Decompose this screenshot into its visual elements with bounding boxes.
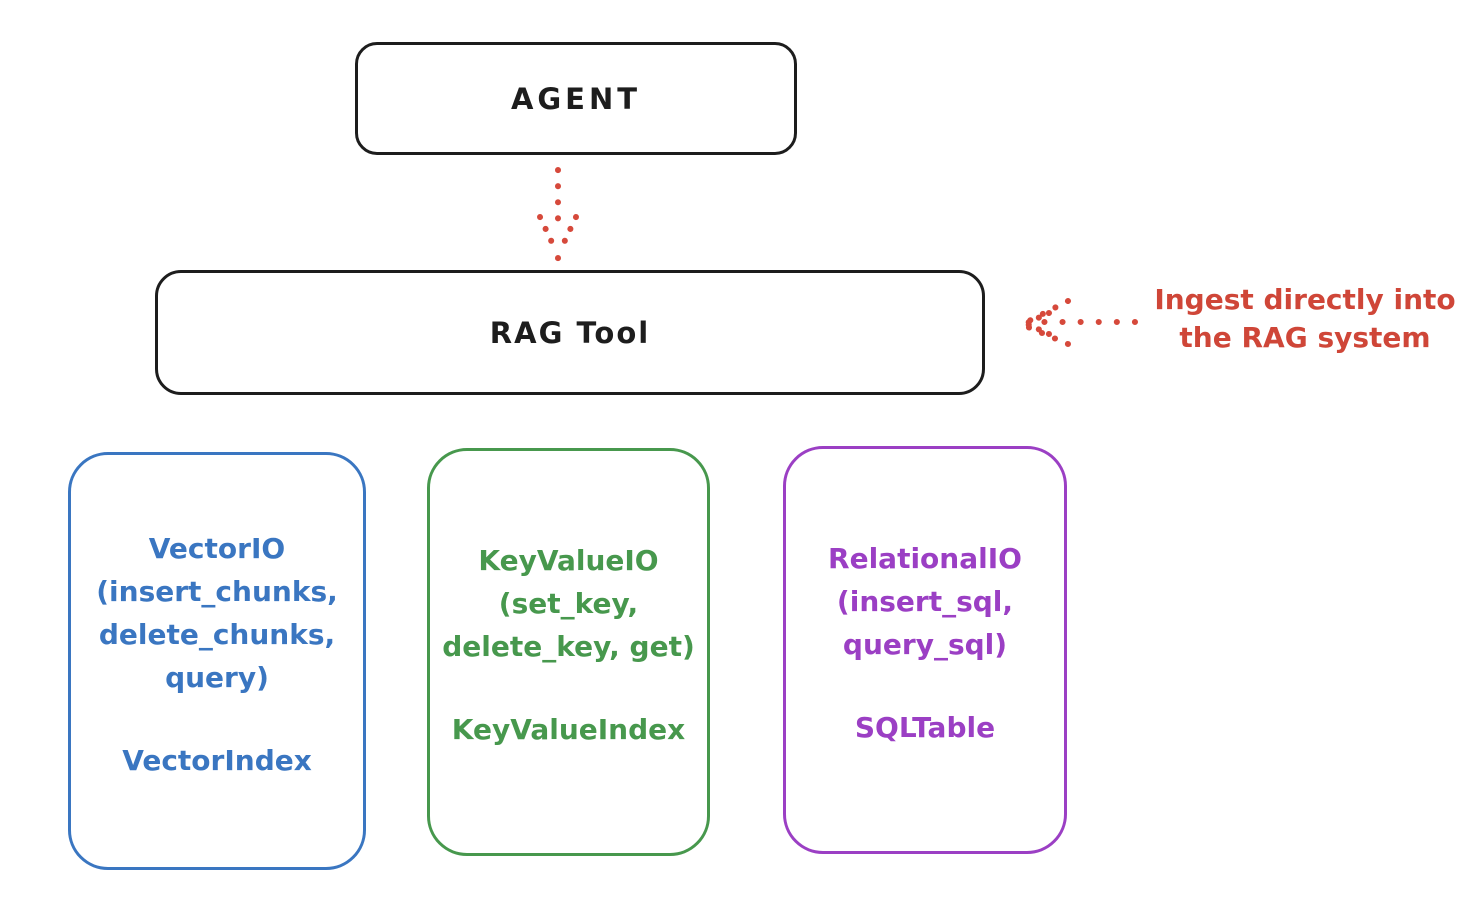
keyvalue-io-line: (set_key,	[498, 587, 639, 620]
agent-label: AGENT	[510, 81, 642, 116]
ingest-annotation-arrow	[1020, 298, 1138, 347]
rag-tool-node: RAG Tool	[155, 270, 985, 395]
vector-io-node: VectorIO (insert_chunks, delete_chunks, …	[68, 452, 366, 870]
relational-io-line: (insert_sql,	[836, 585, 1014, 618]
vector-io-text: VectorIO (insert_chunks, delete_chunks, …	[96, 527, 338, 782]
relational-io-methods: RelationalIO (insert_sql, query_sql)	[828, 537, 1022, 666]
relational-io-line: query_sql)	[842, 628, 1008, 661]
vector-io-line: query)	[165, 660, 269, 694]
vector-index-label: VectorIndex	[122, 743, 312, 777]
vector-io-line: VectorIO	[148, 531, 286, 565]
keyvalue-io-node: KeyValueIO (set_key, delete_key, get) Ke…	[427, 448, 710, 856]
ingest-annotation-line1: Ingest directly into	[1154, 283, 1456, 316]
keyvalue-io-methods: KeyValueIO (set_key, delete_key, get)	[442, 539, 695, 668]
relational-io-node: RelationalIO (insert_sql, query_sql) SQL…	[783, 446, 1067, 854]
ingest-annotation: Ingest directly into the RAG system	[1138, 281, 1472, 357]
relational-io-text: RelationalIO (insert_sql, query_sql) SQL…	[828, 537, 1022, 749]
sql-table-label: SQLTable	[854, 711, 996, 744]
ingest-annotation-line2: the RAG system	[1179, 321, 1431, 354]
rag-tool-label: RAG Tool	[489, 315, 651, 350]
keyvalue-index-label: KeyValueIndex	[451, 713, 686, 746]
agent-node: AGENT	[355, 42, 797, 155]
keyvalue-io-text: KeyValueIO (set_key, delete_key, get) Ke…	[442, 539, 695, 751]
vector-io-line: (insert_chunks,	[96, 574, 338, 608]
relational-io-line: RelationalIO	[828, 542, 1022, 575]
keyvalue-io-line: KeyValueIO	[478, 544, 659, 577]
vector-io-line: delete_chunks,	[98, 617, 336, 651]
keyvalue-io-line: delete_key, get)	[442, 630, 695, 663]
agent-to-ragtool-arrow	[537, 167, 579, 262]
vector-io-methods: VectorIO (insert_chunks, delete_chunks, …	[96, 527, 338, 699]
